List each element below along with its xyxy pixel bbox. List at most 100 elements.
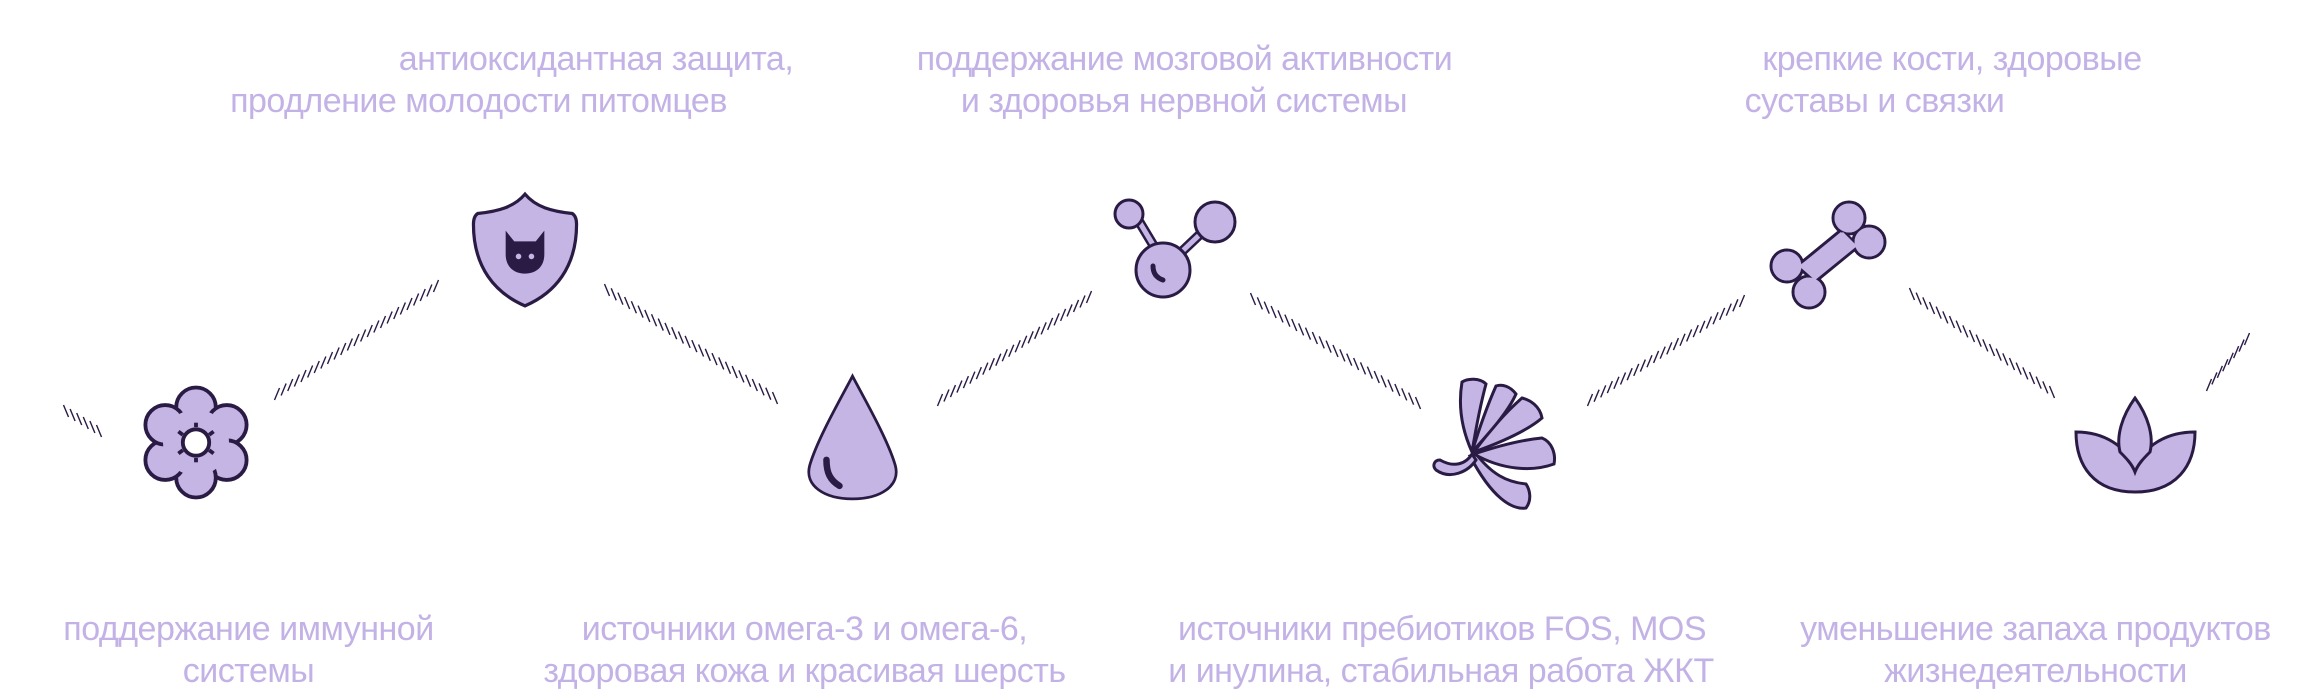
hatch-tick: [949, 384, 957, 398]
benefit-prebiotics-line2: и инулина, стабильная работа ЖКТ: [1168, 652, 1714, 690]
hatch-tick: [379, 315, 387, 329]
hatch-tick: [1270, 305, 1277, 319]
hatch-segment: [1908, 287, 2056, 399]
hatch-tick: [758, 383, 765, 396]
hatch-tick: [2243, 332, 2251, 346]
hatch-tick: [610, 288, 617, 301]
hatch-tick: [617, 292, 624, 305]
hatch-tick: [1373, 370, 1380, 384]
hatch-tick: [340, 342, 347, 356]
flower-icon: [141, 385, 251, 500]
hatch-tick: [2232, 345, 2240, 359]
shield-cat-icon: [471, 191, 579, 308]
hatch-tick: [333, 347, 340, 360]
hatch-tick: [1719, 307, 1726, 321]
hatch-tick: [2015, 362, 2022, 375]
hatch-tick: [280, 383, 287, 396]
hatch-tick: [393, 306, 400, 320]
hatch-tick: [353, 333, 360, 347]
hatch-tick: [1332, 344, 1339, 358]
hatch-tick: [718, 357, 725, 370]
bone-icon: [1769, 200, 1887, 310]
hatch-tick: [2022, 367, 2029, 380]
hatch-tick: [962, 375, 970, 389]
benefit-immune-line1: поддержание иммунной: [63, 610, 434, 648]
hatch-tick: [975, 366, 983, 380]
hatch-tick: [326, 351, 334, 365]
hatch-tick: [419, 288, 426, 302]
hatch-tick: [1059, 308, 1067, 322]
hatch-tick: [1988, 343, 1996, 357]
benefit-omega-line1: источники омега-3 и омега-6,: [581, 610, 1028, 648]
hatch-tick: [988, 357, 995, 371]
hatch-tick: [1606, 380, 1613, 394]
hatch-tick: [1699, 320, 1706, 334]
hatch-segment: [603, 283, 779, 405]
hatch-tick: [1955, 320, 1962, 333]
hatch-tick: [1311, 331, 1319, 345]
hatch-tick: [1027, 331, 1034, 344]
hatch-tick: [624, 296, 631, 310]
hatch-tick: [1948, 315, 1956, 329]
hatch-tick: [1414, 396, 1422, 410]
hatch-segment: [273, 279, 440, 401]
hatch-tick: [1666, 342, 1673, 355]
hatch-tick: [366, 324, 373, 338]
hatch-tick: [1915, 292, 1922, 305]
hatch-tick: [1352, 357, 1360, 371]
hatch-tick: [1646, 354, 1653, 368]
hatch-tick: [62, 404, 70, 418]
benefit-bones-line2: суставы и связки: [1744, 82, 2005, 120]
hatch-tick: [1394, 383, 1401, 397]
hatch-tick: [1639, 359, 1647, 372]
hatch-tick: [2028, 371, 2036, 385]
hatch-tick: [1928, 301, 1936, 315]
hatch-tick: [1085, 290, 1093, 304]
hatch-tick: [1692, 324, 1699, 338]
hatch-tick: [677, 331, 685, 344]
hatch-tick: [691, 339, 698, 353]
hatch-tick: [2008, 357, 2016, 371]
hatch-tick: [1619, 372, 1627, 385]
hatch-segment: [1249, 292, 1422, 410]
hatch-tick: [69, 408, 76, 422]
hatch-tick: [637, 305, 644, 318]
hatch-tick: [1982, 339, 1989, 352]
hatch-tick: [1586, 393, 1594, 407]
hatch-tick: [1672, 337, 1680, 351]
hatch-segment: [936, 290, 1093, 407]
hatch-tick: [2211, 372, 2218, 385]
hatch-tick: [1968, 329, 1976, 343]
hatch-tick: [697, 344, 705, 357]
hatch-tick: [2227, 352, 2234, 365]
hatch-tick: [2205, 378, 2213, 392]
hatch-tick: [76, 412, 83, 426]
hatch-tick: [943, 389, 950, 402]
hatch-tick: [1021, 335, 1028, 349]
hatch-segment: [1586, 294, 1746, 407]
hatch-tick: [630, 301, 638, 314]
hatch-segment: [2205, 332, 2251, 392]
hatch-tick: [1366, 366, 1374, 379]
hatch-tick: [644, 309, 651, 323]
hatch-tick: [399, 302, 407, 315]
hatch-tick: [1725, 303, 1732, 316]
hatch-tick: [751, 378, 758, 392]
hatch-tick: [936, 393, 944, 407]
hatch-tick: [1256, 297, 1264, 310]
hatch-tick: [1066, 304, 1073, 317]
hatch-tick: [1249, 292, 1257, 306]
hatch-tick: [1008, 344, 1015, 358]
hatch-tick: [765, 387, 772, 400]
hatch-tick: [346, 338, 354, 351]
hatch-tick: [1738, 294, 1746, 308]
benefit-omega-line2: здоровая кожа и красивая шерсть: [543, 652, 1066, 690]
hatch-tick: [1935, 306, 1942, 319]
benefit-odor-line2: жизнедеятельности: [1884, 652, 2187, 690]
hatch-tick: [432, 279, 440, 293]
hatch-tick: [386, 311, 393, 324]
hatch-tick: [1325, 340, 1332, 353]
benefit-antioxidant-line1: антиоксидантная защита,: [398, 40, 794, 78]
hatch-tick: [650, 313, 658, 327]
hatch-tick: [1034, 326, 1041, 340]
